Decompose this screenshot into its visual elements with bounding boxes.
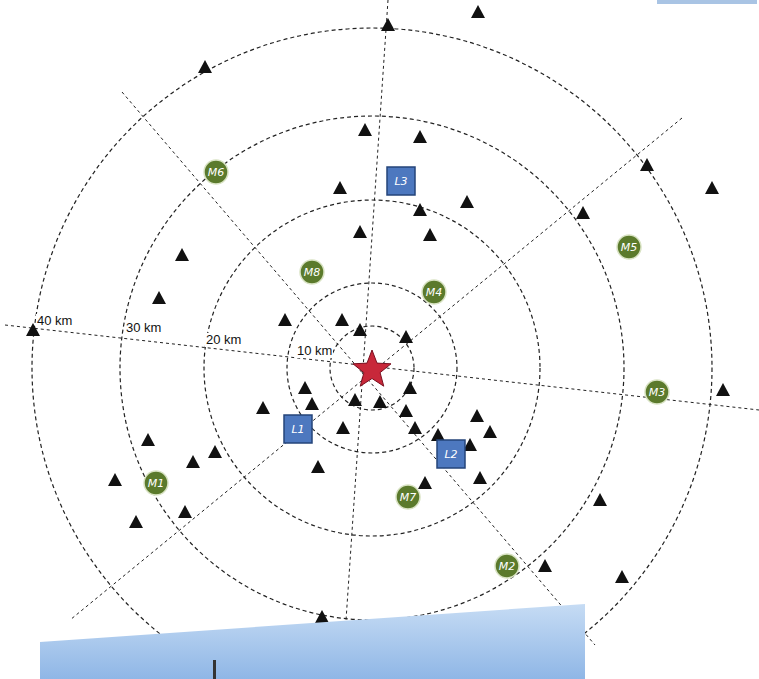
distance-label: 10 km xyxy=(296,344,333,358)
station-triangle xyxy=(335,313,349,326)
station-triangle xyxy=(311,460,325,473)
distance-ring xyxy=(32,28,712,679)
station-triangle xyxy=(640,158,654,171)
distance-ring xyxy=(120,116,624,620)
station-triangle xyxy=(256,401,270,414)
station-code: M3 xyxy=(649,387,666,398)
station-triangle xyxy=(408,421,422,434)
station-triangle xyxy=(418,476,432,489)
distance-label: 20 km xyxy=(205,333,242,347)
station-triangle xyxy=(305,397,319,410)
distance-label: 40 km xyxy=(36,314,73,328)
station-square: L1 xyxy=(283,414,313,444)
station-triangle xyxy=(348,393,362,406)
station-triangle xyxy=(423,228,437,241)
radial-line xyxy=(5,325,759,410)
station-circle: M8 xyxy=(299,259,325,285)
radial-line xyxy=(70,118,682,620)
station-circle: M2 xyxy=(494,553,520,579)
station-code: M6 xyxy=(208,167,225,178)
station-triangle xyxy=(315,610,329,623)
station-triangle xyxy=(358,123,372,136)
distance-label: 30 km xyxy=(125,321,162,335)
station-triangle xyxy=(353,225,367,238)
station-circle: M4 xyxy=(421,279,447,305)
radial-line xyxy=(344,0,388,650)
station-triangle xyxy=(399,330,413,343)
page-bar xyxy=(657,0,757,4)
station-triangle xyxy=(298,381,312,394)
station-code: L1 xyxy=(291,424,304,435)
station-circle: M7 xyxy=(395,484,421,510)
station-triangle xyxy=(473,471,487,484)
station-triangle xyxy=(483,425,497,438)
station-triangle xyxy=(460,195,474,208)
station-triangle xyxy=(175,248,189,261)
station-triangle xyxy=(353,323,367,336)
station-triangle xyxy=(538,559,552,572)
station-triangle xyxy=(141,433,155,446)
station-triangle xyxy=(152,291,166,304)
station-triangle xyxy=(705,181,719,194)
photo-overlay xyxy=(40,604,585,679)
distance-ring xyxy=(204,200,540,536)
station-triangle xyxy=(108,473,122,486)
station-triangle xyxy=(716,383,730,396)
station-triangle xyxy=(399,404,413,417)
station-triangle xyxy=(208,445,222,458)
station-triangle xyxy=(470,409,484,422)
station-circle: M3 xyxy=(644,379,670,405)
station-triangle xyxy=(373,395,387,408)
station-square: L3 xyxy=(386,166,416,196)
station-code: M5 xyxy=(621,242,638,253)
station-code: M1 xyxy=(148,478,165,489)
station-triangle xyxy=(278,313,292,326)
station-triangle xyxy=(129,515,143,528)
station-triangle xyxy=(431,428,445,441)
station-triangle xyxy=(186,455,200,468)
station-circle: M6 xyxy=(203,159,229,185)
station-square: L2 xyxy=(436,439,466,469)
photo-pole xyxy=(213,660,216,679)
station-triangle xyxy=(178,505,192,518)
station-triangle xyxy=(615,570,629,583)
station-code: L2 xyxy=(444,449,457,460)
station-circle: M1 xyxy=(143,470,169,496)
station-triangle xyxy=(413,203,427,216)
distance-ring xyxy=(330,326,414,410)
station-triangle xyxy=(593,493,607,506)
station-code: M7 xyxy=(400,492,417,503)
epicentre-star xyxy=(353,350,391,386)
station-triangle xyxy=(413,130,427,143)
station-code: L3 xyxy=(394,176,407,187)
station-code: M8 xyxy=(304,267,321,278)
station-triangle xyxy=(381,18,395,31)
station-triangle xyxy=(403,381,417,394)
station-circle: M5 xyxy=(616,234,642,260)
station-triangle xyxy=(333,181,347,194)
station-code: M4 xyxy=(426,287,443,298)
station-triangle xyxy=(198,60,212,73)
station-code: M2 xyxy=(499,561,516,572)
station-triangle xyxy=(471,5,485,18)
station-triangle xyxy=(576,206,590,219)
radial-line xyxy=(122,92,595,645)
station-triangle xyxy=(336,421,350,434)
